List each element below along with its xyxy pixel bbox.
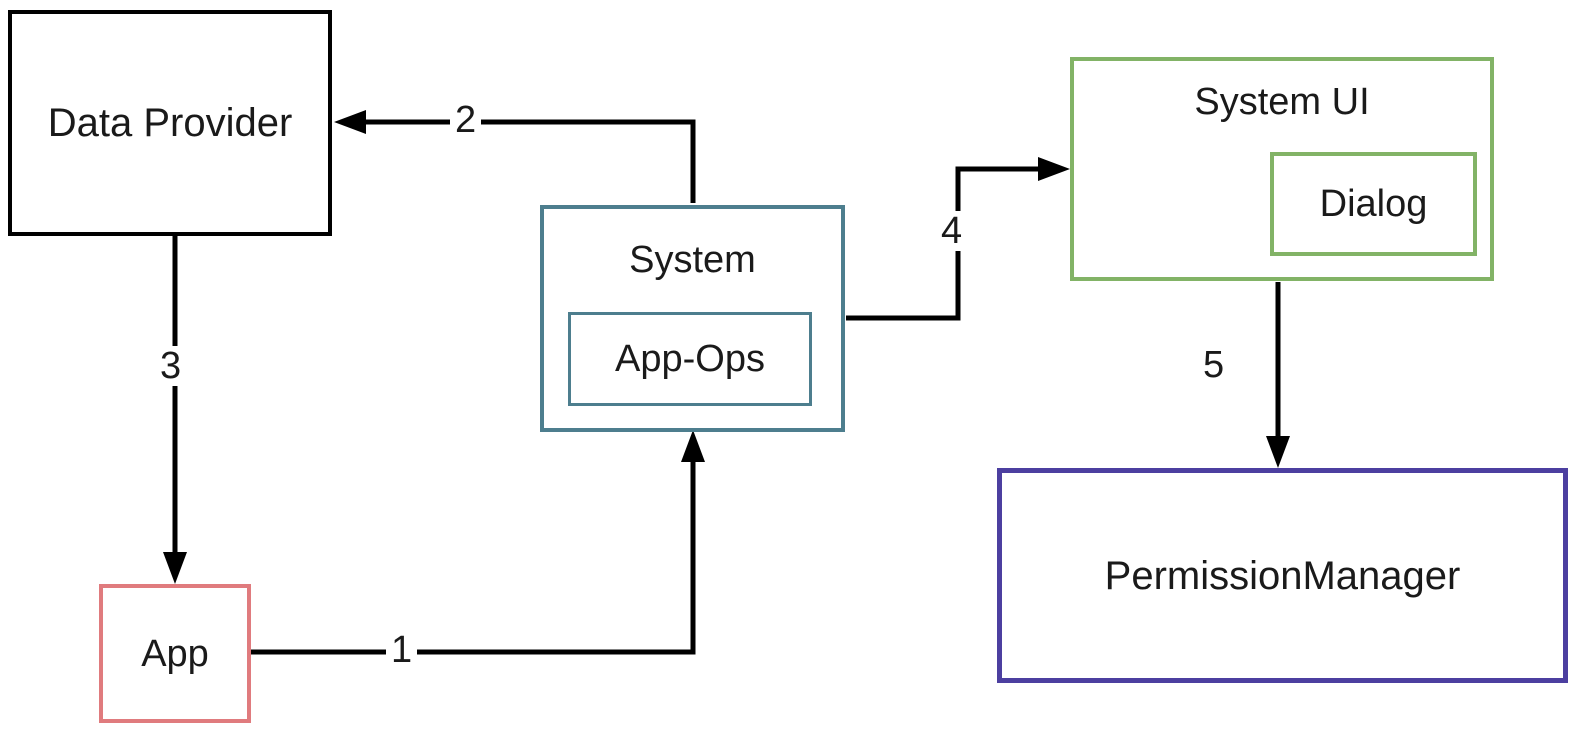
node-permission-manager-label: PermissionManager bbox=[1104, 553, 1461, 598]
node-app-ops-label: App-Ops bbox=[615, 338, 765, 380]
node-system-label: System bbox=[629, 239, 756, 281]
node-app-label: App bbox=[141, 632, 209, 675]
node-data-provider-label: Data Provider bbox=[47, 101, 293, 145]
edge-label-5: 5 bbox=[1198, 345, 1230, 385]
edge-3-arrowhead-down bbox=[163, 552, 187, 584]
node-app[interactable]: App bbox=[99, 584, 251, 723]
edge-5-arrowhead-down bbox=[1266, 436, 1290, 468]
edge-label-3: 3 bbox=[155, 346, 187, 386]
edge-1-arrowhead-up bbox=[681, 430, 705, 462]
edge-1-app-to-system bbox=[251, 430, 705, 655]
node-system-ui-label: System UI bbox=[1194, 81, 1370, 123]
node-app-ops[interactable]: App-Ops bbox=[568, 312, 812, 406]
node-permission-manager[interactable]: PermissionManager bbox=[997, 468, 1568, 683]
edge-5-system-ui-to-permission-manager bbox=[1266, 282, 1290, 468]
edge-4-arrowhead-right bbox=[1038, 157, 1070, 181]
edge-2-arrowhead-left bbox=[334, 110, 366, 134]
node-dialog-label: Dialog bbox=[1319, 183, 1428, 225]
edge-2-line bbox=[352, 119, 696, 203]
edge-2-system-to-data-provider bbox=[334, 110, 696, 203]
edge-label-1: 1 bbox=[386, 630, 418, 670]
edge-3-data-provider-to-app bbox=[163, 236, 187, 584]
node-dialog[interactable]: Dialog bbox=[1270, 152, 1477, 256]
node-data-provider[interactable]: Data Provider bbox=[8, 10, 332, 236]
edge-1-line bbox=[251, 448, 696, 655]
edge-label-4: 4 bbox=[936, 211, 968, 251]
edge-label-2: 2 bbox=[450, 100, 482, 140]
